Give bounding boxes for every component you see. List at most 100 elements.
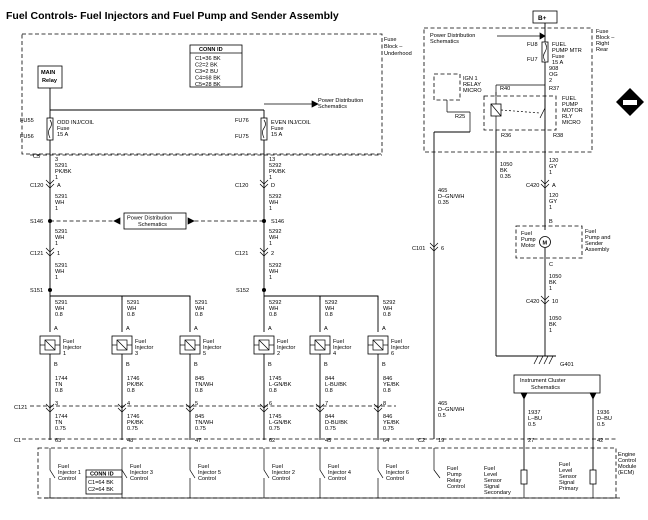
pump-pin-c: C: [549, 262, 553, 268]
even-inj-coil-fuse: [260, 117, 268, 141]
g401-ground-icon: [533, 355, 556, 365]
c101-pin: 6: [441, 246, 444, 252]
fuel-pump-motor-relay: [483, 92, 557, 131]
pri-label-4: Signal: [559, 480, 575, 486]
ign-label-2: RELAY: [463, 82, 481, 88]
injector-label: Injector: [391, 345, 409, 351]
left-wire-label: 5291: [55, 163, 67, 169]
c2-label: C2: [418, 438, 425, 444]
injector-feed-wire-label: WH: [195, 306, 204, 312]
injector-bottom-wire-label: 1746: [127, 414, 139, 420]
c121-bottom-connector-mark: [185, 407, 195, 413]
w1050-label: 0.35: [500, 174, 511, 180]
w1050-label: 1050: [549, 274, 561, 280]
left-wire-label: 1: [55, 175, 58, 181]
w1936-label: 0.5: [597, 422, 605, 428]
ecm-injector-control-label: Fuel: [272, 464, 283, 470]
c121-bottom-connector-mark: [373, 403, 383, 409]
ecm-injector-control-label: Injector 1: [58, 470, 81, 476]
s152-label: S152: [236, 288, 249, 294]
c420-pin: A: [552, 183, 556, 189]
assy-label-3: Sender: [585, 241, 603, 247]
injector-label: Fuel: [277, 339, 288, 345]
fu7-label: FU7: [527, 57, 538, 63]
injector-feed-wire-label: WH: [269, 306, 278, 312]
w1050-label: BK: [549, 280, 557, 286]
right-wire-label: 5292: [269, 163, 281, 169]
relay-label-5: MICRO: [562, 120, 581, 126]
pds-rear-2: Schematics: [430, 39, 459, 45]
c120-right-pin: D: [271, 183, 275, 189]
pds-underhood-2: Schematics: [318, 104, 347, 110]
page-title: Fuel Controls- Fuel Injectors and Fuel P…: [6, 10, 339, 22]
pds-rear-1: Power Distribution: [430, 33, 475, 39]
w1050-label: BK: [500, 168, 508, 174]
injector-bottom-wire-label: D-BU/BK: [325, 420, 348, 426]
w1937-label: 1937: [528, 410, 540, 416]
right-wire-label: 5292: [269, 194, 281, 200]
relay-label-1: FUEL: [562, 96, 576, 102]
c121-bottom-connector-mark: [259, 407, 269, 413]
c420b-label: C420: [526, 299, 539, 305]
injector-bottom-wire-label: 846: [383, 414, 392, 420]
injector-out-wire-label: L-GN/BK: [269, 382, 292, 388]
rear-fuse-label-1: Fuse: [596, 29, 608, 35]
underhood-fuse-block-outline: [21, 33, 383, 155]
svg-text:MAIN: MAIN: [41, 70, 55, 76]
c420b-pin: 10: [552, 299, 558, 305]
injector-feed-wire-label: 0.8: [127, 312, 135, 318]
injector-out-wire-label: YE/BK: [383, 382, 400, 388]
ign1-relay-outline: [433, 73, 461, 101]
ecm-injector-control-label: Injector 6: [386, 470, 409, 476]
c120-right-label: C120: [235, 183, 248, 189]
odd-fuse-label-2: Fuse: [57, 126, 69, 132]
injector-coil-diagonal: [184, 339, 196, 351]
c1-label: C1: [14, 438, 21, 444]
injector-bottom-wire-label: 0.75: [127, 426, 138, 432]
c101-label: C101: [412, 246, 425, 252]
injector-out-wire-label: 1744: [55, 376, 67, 382]
injector-bottom-wire-label: 844: [325, 414, 334, 420]
motor-label-2: Pump: [521, 237, 536, 243]
injector-pin-a: A: [324, 326, 328, 332]
injector-label: Injector: [333, 345, 351, 351]
injector-label: Fuel: [203, 339, 214, 345]
sec-label-3: Sensor: [484, 478, 502, 484]
c101-connector: [429, 242, 439, 248]
c121-bottom-label: C121: [14, 405, 27, 411]
ecm-injector-control-label: Control: [58, 476, 76, 482]
ecm-label-1: Engine: [618, 452, 635, 458]
c121-left-pin: 1: [57, 251, 60, 257]
right-wire-label: WH: [269, 269, 278, 275]
ecm-injector-control-label: Control: [272, 476, 290, 482]
injector-bottom-wire-label: 1744: [55, 414, 67, 420]
injector-label: 2: [277, 351, 280, 357]
relay-label-3: MOTOR: [562, 108, 583, 114]
underhood-label-1: Fuse: [384, 37, 396, 43]
pump-relay-label-4: Control: [447, 484, 465, 490]
c420-label: C420: [526, 183, 539, 189]
odd-inj-coil-fuse: [46, 117, 54, 141]
injector-label: Injector: [135, 345, 153, 351]
even-fuse-label-3: 15 A: [271, 132, 282, 138]
conn-id-table-top: CONN ID C1=36 BK C2=2 BK C3=2 BU C4=68 B…: [189, 44, 243, 88]
conn-id-line: C2=2 BK: [195, 63, 218, 69]
pump-relay-label-3: Relay: [447, 478, 462, 484]
injector-feed-wire-label: 0.8: [325, 312, 333, 318]
injector-coil-diagonal: [116, 339, 128, 351]
injector-out-wire-label: 0.8: [195, 388, 203, 394]
injector-label: 4: [333, 351, 336, 357]
injector-out-wire-label: 845: [195, 376, 204, 382]
fu8-label: FU8: [527, 42, 538, 48]
w465-label: D–GN/WH: [438, 194, 464, 200]
c121-bottom-connector-mark: [45, 403, 55, 409]
ics-label-2: Schematics: [531, 385, 560, 391]
c420-connector: [540, 179, 550, 185]
fuel-pump-motor-icon: [539, 236, 551, 248]
injector-coil-diagonal: [314, 339, 326, 351]
injector-bottom-wire-label: TN: [55, 420, 62, 426]
ecm-injector-control-label: Fuel: [328, 464, 339, 470]
ecm-injector-control-label: Fuel: [386, 464, 397, 470]
c1-pin: 47: [195, 438, 201, 444]
